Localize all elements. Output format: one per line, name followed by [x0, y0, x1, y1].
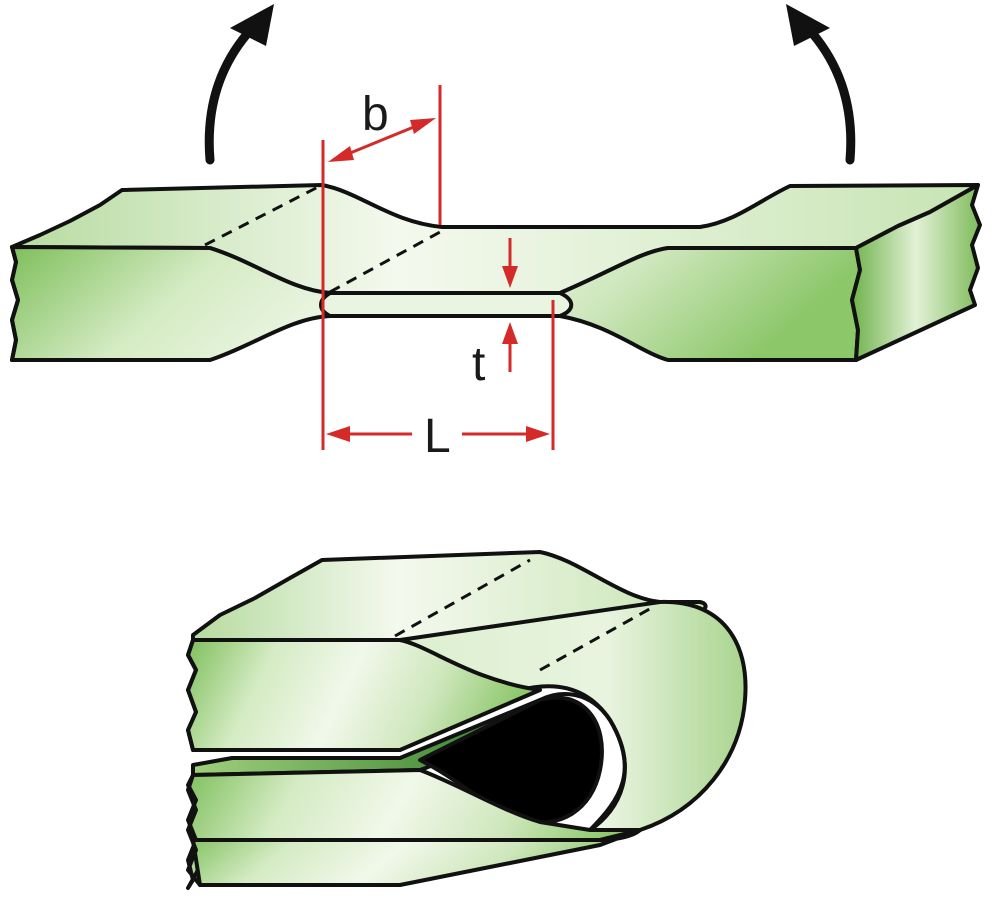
bend-arrow-right-icon — [786, 4, 856, 165]
dimension-lines — [321, 85, 555, 450]
folded-lower-leg — [186, 768, 642, 890]
length-label: L — [424, 410, 451, 463]
specimen-end-face — [850, 183, 982, 362]
thickness-label: t — [472, 338, 485, 391]
width-label: b — [362, 88, 389, 141]
bend-arrow-left-icon — [204, 4, 274, 165]
notched-specimen — [10, 183, 982, 362]
folded-specimen — [186, 550, 748, 890]
specimen-neck-side — [319, 291, 574, 318]
